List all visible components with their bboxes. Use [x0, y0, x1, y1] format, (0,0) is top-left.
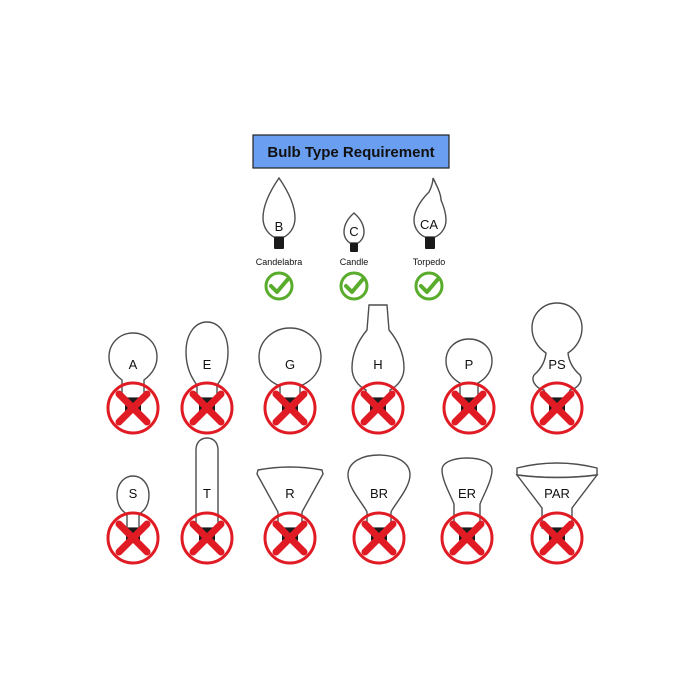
page-title: Bulb Type Requirement: [267, 144, 434, 161]
rejected-bulb-g: G: [258, 327, 322, 435]
cross-circle-icon: [106, 381, 160, 435]
rejected-bulb-p: P: [442, 338, 496, 435]
bulb-code-label: R: [285, 486, 294, 501]
title-banner: Bulb Type Requirement: [252, 134, 450, 169]
bulb-code-label: PAR: [544, 486, 570, 501]
rejected-bulb-er: ER: [440, 457, 494, 565]
cross-circle-icon: [440, 511, 494, 565]
bulb-code-label: S: [129, 486, 138, 501]
cross-circle-icon: [530, 381, 584, 435]
bulb-code-label: G: [285, 357, 295, 372]
rejected-bulb-br: BR: [347, 454, 411, 565]
accepted-bulb-b: B Candelabra: [256, 176, 303, 301]
check-circle-icon: [339, 271, 369, 301]
check-circle-icon: [264, 271, 294, 301]
rejected-bulb-e: E: [180, 321, 234, 435]
cross-circle-icon: [180, 381, 234, 435]
rejected-bulb-par: PAR: [515, 462, 599, 565]
title-background: [252, 134, 450, 169]
cross-circle-icon: [351, 381, 405, 435]
bulb-code-label: ER: [458, 486, 476, 501]
bulb-code-label: PS: [548, 357, 566, 372]
accepted-bulb-ca: CA Torpedo: [413, 177, 447, 301]
bulb-code-label: P: [465, 357, 474, 372]
bulb-code-label: H: [373, 357, 382, 372]
check-circle-icon: [414, 271, 444, 301]
bulb-code-label: B: [275, 219, 284, 234]
rejected-bulb-a: A: [106, 332, 160, 435]
bulb-code-label: E: [203, 357, 212, 372]
cross-circle-icon: [263, 381, 317, 435]
rejected-bulb-h: H: [351, 304, 405, 435]
rejected-bulb-ps: PS: [530, 302, 584, 435]
rejected-bulb-t: T: [180, 437, 234, 565]
cross-circle-icon: [263, 511, 317, 565]
cross-circle-icon: [180, 511, 234, 565]
bulb-name-label: Candle: [340, 257, 369, 267]
bulb-code-label: A: [129, 357, 138, 372]
bulb-code-label: CA: [420, 217, 438, 232]
cross-circle-icon: [106, 511, 160, 565]
accepted-bulb-c: C Candle: [339, 212, 369, 301]
rejected-bulb-r: R: [256, 466, 324, 565]
bulb-name-label: Torpedo: [413, 257, 446, 267]
bulb-code-label: BR: [370, 486, 388, 501]
bulb-code-label: C: [349, 224, 358, 239]
cross-circle-icon: [442, 381, 496, 435]
cross-circle-icon: [352, 511, 406, 565]
bulb-code-label: T: [203, 486, 211, 501]
rejected-bulb-s: S: [106, 475, 160, 565]
cross-circle-icon: [530, 511, 584, 565]
bulb-name-label: Candelabra: [256, 257, 303, 267]
